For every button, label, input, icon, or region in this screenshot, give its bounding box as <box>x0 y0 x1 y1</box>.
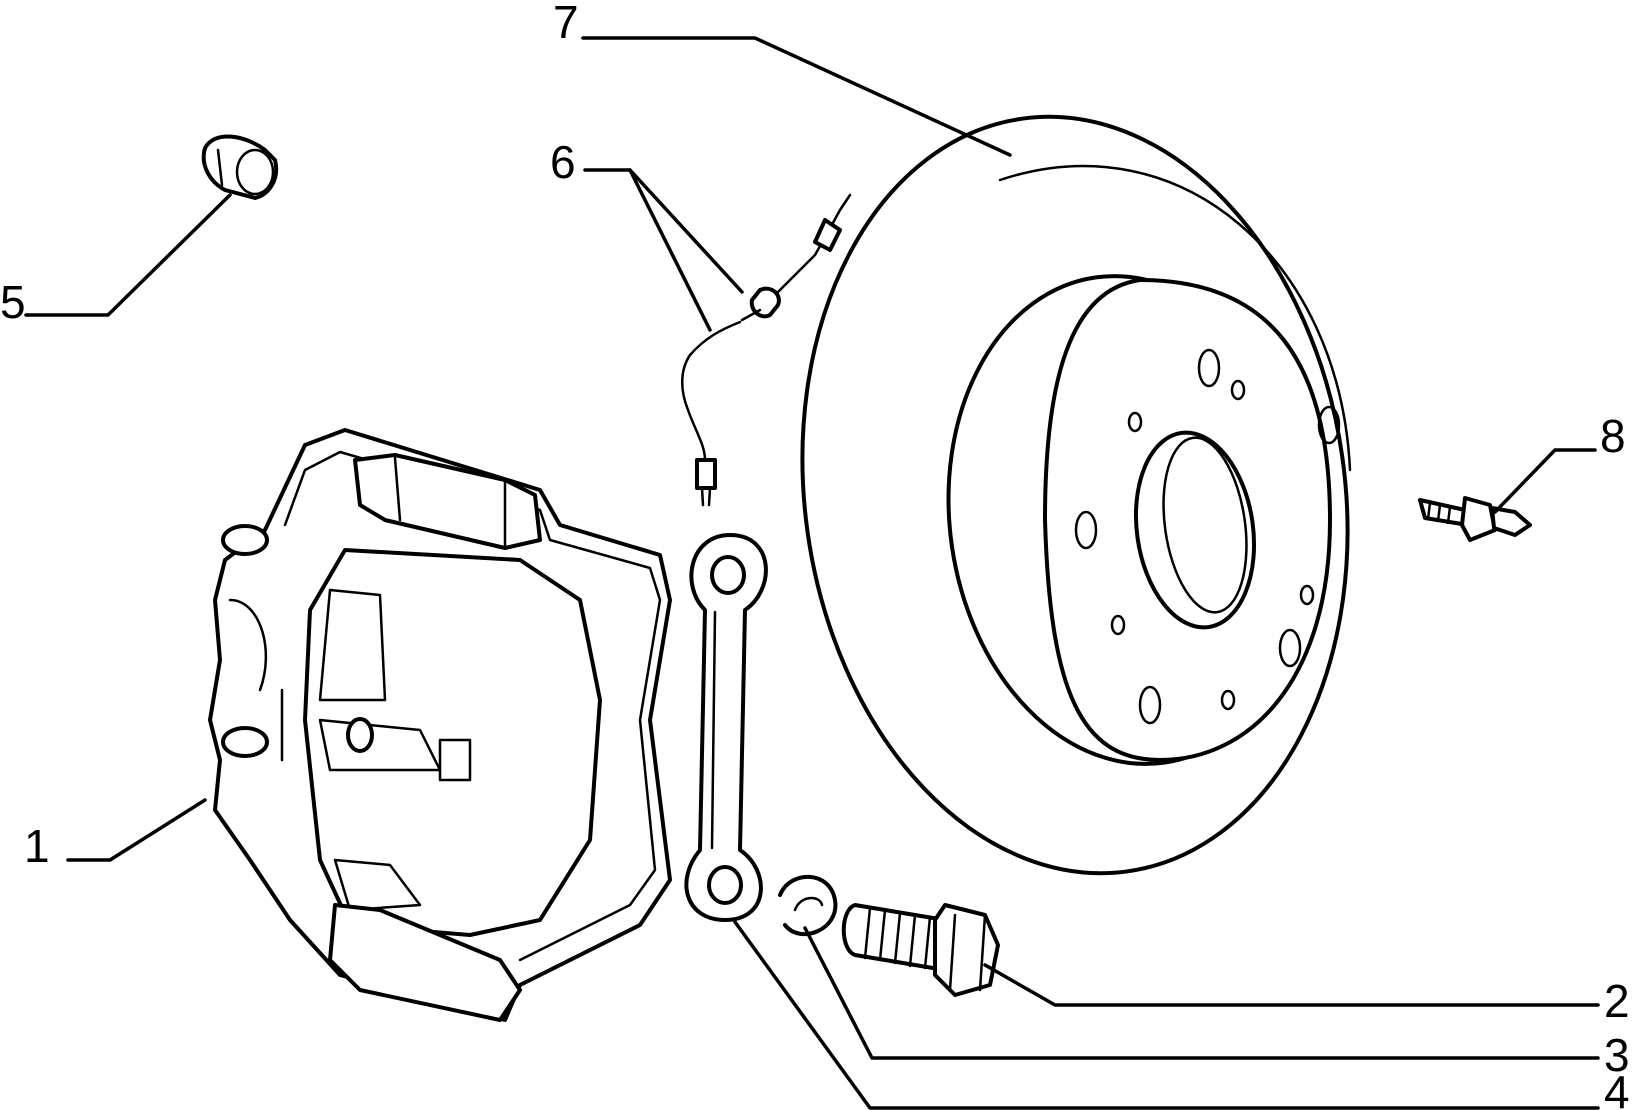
leader-line-4 <box>733 920 1600 1110</box>
leader-line-1 <box>66 798 207 862</box>
leader-line-2 <box>983 963 1600 1007</box>
stud-screw <box>1418 496 1532 542</box>
callout-2: 2 <box>1604 975 1630 1027</box>
bleed-cap <box>201 134 279 200</box>
leader-line-3 <box>803 926 1600 1060</box>
leader-line-5 <box>24 193 232 317</box>
leader-line-6a <box>583 168 712 332</box>
callout-7: 7 <box>553 0 579 48</box>
lock-washer <box>778 874 838 937</box>
leader-line-8 <box>1493 448 1597 514</box>
pad-wear-sensor-wire <box>681 193 852 507</box>
leader-line-6b <box>628 168 744 294</box>
brake-disc <box>800 114 1352 876</box>
caliper-bolt <box>841 903 1000 997</box>
locking-plate <box>684 533 768 922</box>
callout-4: 4 <box>1604 1066 1630 1110</box>
callout-6: 6 <box>550 136 576 188</box>
callout-3: 3 <box>1604 1029 1630 1081</box>
brake-caliper <box>208 428 672 1022</box>
callout-5: 5 <box>0 276 26 328</box>
leader-lines <box>24 36 1600 1110</box>
callout-1: 1 <box>24 820 50 872</box>
callout-8: 8 <box>1600 410 1626 462</box>
leader-line-7 <box>581 36 1012 157</box>
